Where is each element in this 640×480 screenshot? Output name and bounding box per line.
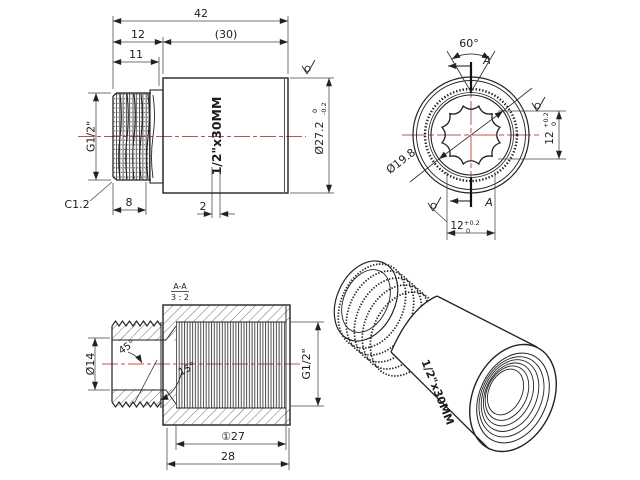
thread-spec: G1/2" [85,121,98,152]
dim-30-ref: (30) [215,28,238,41]
body-marking: 1/2"x30MM [209,97,224,176]
body-section [160,304,291,426]
iso-body-edges [390,295,538,450]
iso-female-face [469,343,557,453]
thread-spec-section: G1/2" [300,348,313,379]
svg-text:0: 0 [550,122,558,126]
iso-view: 1/2"x30MM [333,260,557,453]
section-label-a-top: A [482,54,491,67]
svg-text:0: 0 [311,109,319,113]
male-part-section [111,320,177,408]
section-label-a-bottom: A [484,196,493,209]
svg-text:0: 0 [466,227,470,235]
iso-male-thread [333,260,439,377]
svg-text:-0.2: -0.2 [320,102,328,115]
svg-text:Ø27.2: Ø27.2 [313,121,326,154]
section-dimensions [88,321,324,470]
section-view: A-A 3 : 2 [84,282,324,470]
side-view: 1/2"x30MM [64,7,334,218]
angle-annotations [127,351,183,401]
dia-198: Ø19.8 [384,146,418,176]
dim-11: 11 [129,48,143,61]
iso-body [391,296,553,449]
section-title: A-A [173,282,187,291]
roughness-icon [427,196,442,212]
male-thread [112,92,155,181]
roughness-icon [531,96,546,112]
dim-12v-text: 12 +0.2 0 [542,112,558,144]
dim-42: 42 [194,7,208,20]
angle-60: 60° [459,37,479,50]
section-cut-line [448,62,473,207]
dim-28: 28 [221,450,235,463]
dim-dia-272: Ø27.2 0 -0.2 [311,102,328,154]
chamfer-c12: C1.2 [64,198,89,211]
side-dimensions [88,16,334,218]
dim-27: ①27 [221,430,245,443]
roughness-icon [301,59,316,75]
dim-dia-14: Ø14 [84,353,97,376]
dim-12: 12 [131,28,145,41]
svg-text:+0.2: +0.2 [464,219,480,227]
dim-2: 2 [200,200,207,213]
dim-8: 8 [126,196,133,209]
svg-text:+0.2: +0.2 [542,112,550,128]
end-view: A A 60° Ø19.8 12 +0.2 0 [384,37,566,240]
body-outline [149,77,289,194]
dim-12h-text: 12 [450,220,463,232]
angle-60-dim [446,50,496,93]
svg-text:12: 12 [544,131,556,144]
dia-198-dim [409,87,533,183]
section-scale: 3 : 2 [171,293,189,302]
dim-12v [498,110,566,160]
dim-12h [433,172,496,240]
